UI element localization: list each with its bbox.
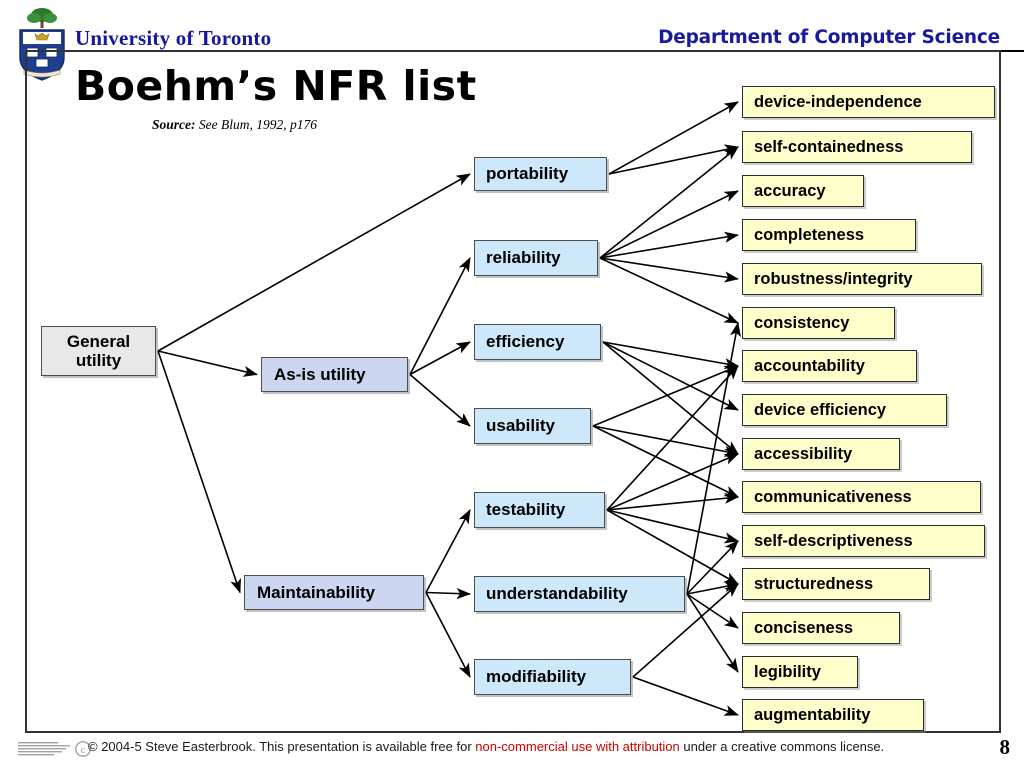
node-label: understandability <box>486 584 628 603</box>
node-maintainability[interactable]: Maintainability <box>244 575 424 610</box>
page-title: Boehm’s NFR list <box>75 62 477 110</box>
node-understandability[interactable]: understandability <box>474 576 685 612</box>
slide-frame <box>25 50 1001 733</box>
node-legibility[interactable]: legibility <box>742 656 858 688</box>
node-label: completeness <box>754 225 865 244</box>
node-modifiability[interactable]: modifiability <box>474 659 631 695</box>
node-label: self-descriptiveness <box>754 531 913 550</box>
source-citation: Source: See Blum, 1992, p176 <box>152 117 317 133</box>
node-device-independence[interactable]: device-independence <box>742 86 995 118</box>
department-name: Department of Computer Science <box>658 27 1000 48</box>
node-label: augmentability <box>754 705 871 724</box>
node-testability[interactable]: testability <box>474 492 605 528</box>
creative-commons-logo-icon: c <box>18 741 91 757</box>
node-label: robustness/integrity <box>754 269 913 288</box>
node-label: As-is utility <box>274 364 366 384</box>
node-label: Maintainability <box>257 582 376 602</box>
source-reference: See Blum, 1992, p176 <box>195 117 317 132</box>
node-label: structuredness <box>754 574 874 593</box>
node-label: accessibility <box>754 444 853 463</box>
node-label: modifiability <box>486 667 587 686</box>
node-label: communicativeness <box>754 487 912 506</box>
university-crest-icon <box>19 8 65 81</box>
node-label: portability <box>486 164 569 183</box>
node-consistency[interactable]: consistency <box>742 307 895 339</box>
node-accessibility[interactable]: accessibility <box>742 438 900 470</box>
node-device-efficiency[interactable]: device efficiency <box>742 394 947 426</box>
node-accountability[interactable]: accountability <box>742 350 917 382</box>
node-label: efficiency <box>486 332 565 351</box>
node-as-is-utility[interactable]: As-is utility <box>261 357 408 392</box>
license-link[interactable]: non-commercial use with attribution <box>475 739 680 754</box>
node-accuracy[interactable]: accuracy <box>742 175 864 207</box>
node-label: legibility <box>754 662 821 681</box>
node-augmentability[interactable]: augmentability <box>742 699 924 731</box>
svg-text:c: c <box>81 746 86 756</box>
node-label: testability <box>486 500 566 519</box>
node-label: accuracy <box>754 181 826 200</box>
node-label: conciseness <box>754 618 854 637</box>
page-header: University of Toronto Department of Comp… <box>0 0 1024 81</box>
node-structuredness[interactable]: structuredness <box>742 568 930 600</box>
node-self-descriptiveness[interactable]: self-descriptiveness <box>742 525 985 557</box>
node-reliability[interactable]: reliability <box>474 240 598 276</box>
source-label: Source: <box>152 117 196 132</box>
node-label: utility <box>75 351 122 370</box>
node-portability[interactable]: portability <box>474 157 607 191</box>
node-label: accountability <box>754 356 865 375</box>
node-label: device efficiency <box>754 400 887 419</box>
footer-copyright-prefix: © 2004-5 Steve Easterbrook. This present… <box>88 739 476 754</box>
node-label: usability <box>486 416 555 435</box>
node-completeness[interactable]: completeness <box>742 219 916 251</box>
node-label: General <box>66 331 131 351</box>
footer-copyright-suffix: under a creative commons license. <box>679 739 885 754</box>
node-self-containedness[interactable]: self-containedness <box>742 131 972 163</box>
node-efficiency[interactable]: efficiency <box>474 324 601 360</box>
university-name: University of Toronto <box>75 26 272 50</box>
node-usability[interactable]: usability <box>474 408 591 444</box>
node-label: self-containedness <box>754 137 904 156</box>
node-label: consistency <box>754 313 850 332</box>
footer-copyright: © 2004-5 Steve Easterbrook. This present… <box>88 739 884 754</box>
node-label: reliability <box>486 248 561 267</box>
page-number: 8 <box>999 735 1011 759</box>
node-robustness-integrity[interactable]: robustness/integrity <box>742 263 982 295</box>
node-conciseness[interactable]: conciseness <box>742 612 900 644</box>
node-label: device-independence <box>754 92 922 111</box>
node-communicativeness[interactable]: communicativeness <box>742 481 981 513</box>
